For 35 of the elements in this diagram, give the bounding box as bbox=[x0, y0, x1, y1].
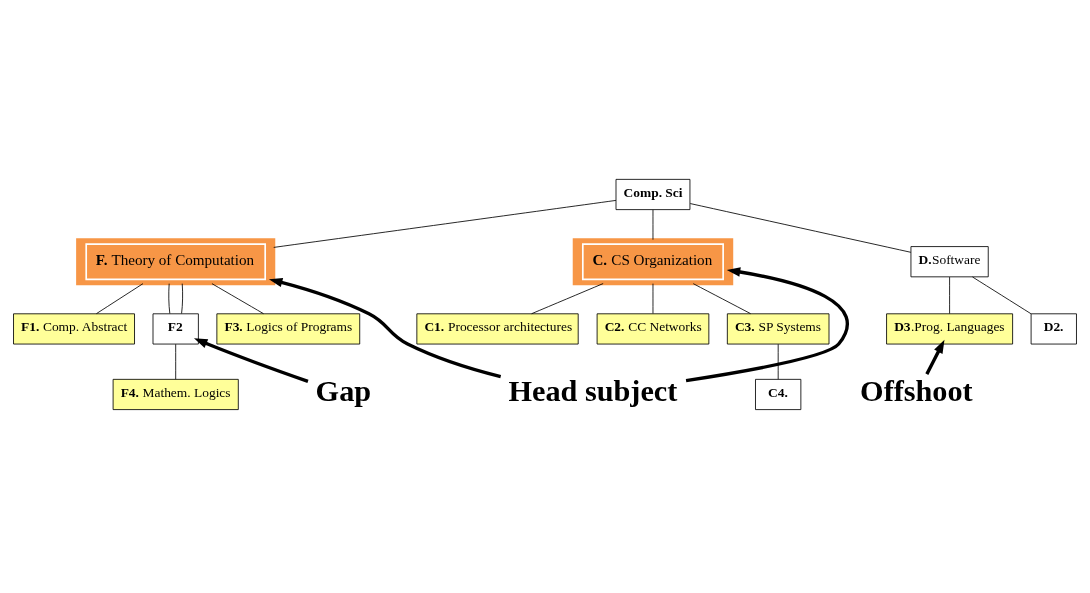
node-box: F3. Logics of Programs bbox=[216, 312, 361, 344]
node-box: D.Software bbox=[910, 245, 989, 277]
node-box: D2. bbox=[1030, 312, 1077, 344]
node-box: F. Theory of Computation bbox=[76, 237, 276, 285]
connector bbox=[168, 282, 171, 314]
node-box: C4. bbox=[755, 378, 802, 410]
connector bbox=[777, 343, 779, 380]
connector bbox=[949, 276, 950, 314]
node-box: F4. Mathem. Logics bbox=[112, 378, 239, 410]
arrow bbox=[268, 277, 502, 378]
connector bbox=[181, 282, 184, 314]
node-box: F2 bbox=[152, 312, 199, 344]
arrow bbox=[685, 266, 849, 382]
arrow bbox=[193, 337, 309, 383]
connector bbox=[689, 202, 912, 253]
node-box: C2. CC Networks bbox=[596, 312, 710, 344]
node-box: C1. Processor architectures bbox=[416, 312, 579, 344]
node-box: Comp. Sci bbox=[615, 178, 691, 210]
node-text: Head subject bbox=[508, 373, 678, 408]
connector bbox=[273, 199, 617, 248]
node-text: Gap bbox=[315, 373, 372, 408]
connector bbox=[531, 282, 604, 314]
connector bbox=[175, 343, 177, 380]
connector bbox=[652, 208, 654, 240]
connector bbox=[692, 282, 752, 314]
arrow bbox=[925, 339, 945, 375]
node-box: D3.Prog. Languages bbox=[886, 312, 1014, 344]
node-box: F1. Comp. Abstract bbox=[13, 312, 135, 344]
connector bbox=[972, 276, 1032, 314]
connector bbox=[211, 282, 264, 314]
node-text: Offshoot bbox=[860, 373, 973, 408]
connector bbox=[652, 282, 654, 314]
connector bbox=[96, 282, 144, 314]
node-box: C. CS Organization bbox=[572, 237, 734, 285]
node-box: C3. SP Systems bbox=[726, 312, 830, 344]
